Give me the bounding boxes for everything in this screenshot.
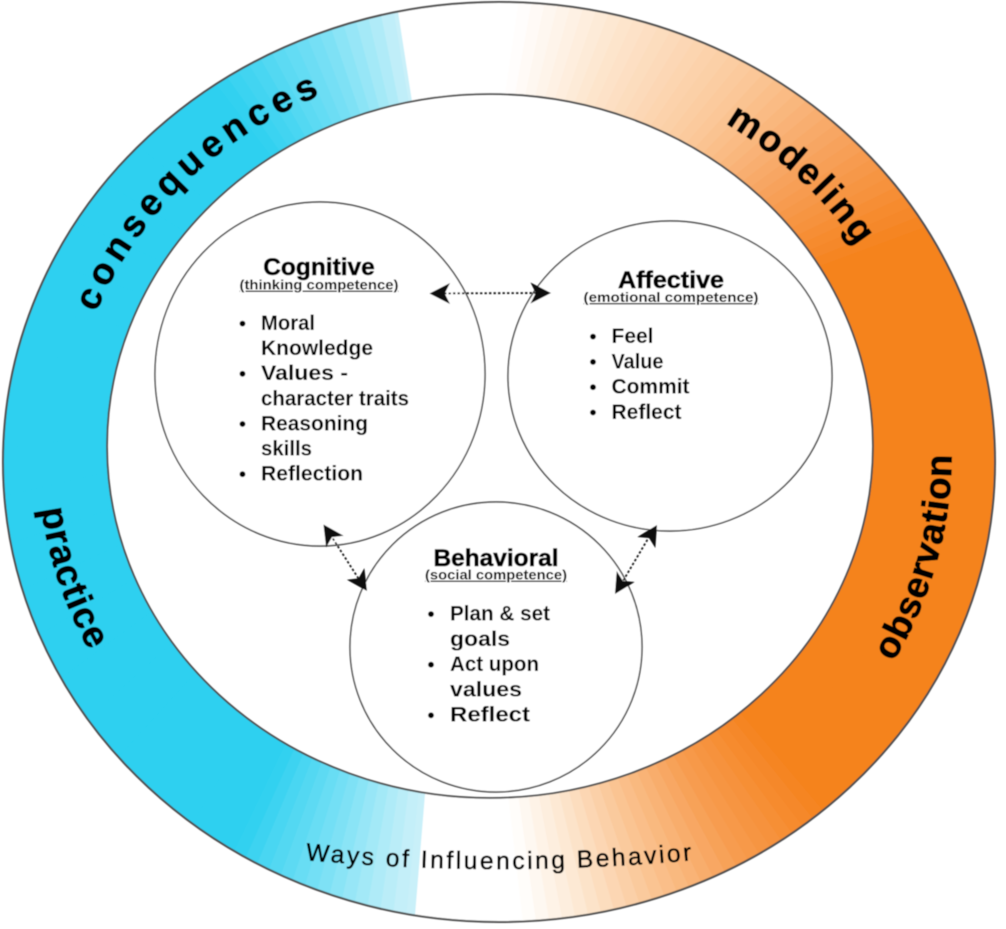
svg-text:Feel: Feel	[612, 324, 654, 348]
svg-text:Behavioral: Behavioral	[434, 545, 559, 572]
svg-text:Reflect: Reflect	[450, 703, 530, 727]
svg-text:values: values	[450, 677, 522, 701]
svg-text:Commit: Commit	[612, 375, 690, 399]
svg-text:(emotional competence): (emotional competence)	[584, 290, 759, 305]
svg-text:(social competence): (social competence)	[425, 568, 567, 583]
svg-text:character traits: character traits	[261, 386, 409, 410]
svg-text:Cognitive: Cognitive	[263, 254, 375, 281]
svg-text:Values -: Values -	[261, 361, 348, 385]
svg-text:goals: goals	[450, 627, 510, 651]
svg-text:Plan & set: Plan & set	[450, 602, 550, 626]
svg-text:Affective: Affective	[618, 267, 724, 294]
svg-text:Act upon: Act upon	[450, 652, 539, 676]
svg-text:Reflect: Reflect	[612, 400, 682, 424]
svg-text:Knowledge: Knowledge	[261, 336, 373, 360]
svg-text:Reasoning: Reasoning	[261, 411, 368, 435]
svg-text:Value: Value	[612, 349, 664, 373]
svg-text:(thinking competence): (thinking competence)	[240, 278, 399, 293]
svg-text:Moral: Moral	[261, 311, 315, 335]
svg-text:Reflection: Reflection	[261, 462, 363, 486]
svg-text:skills: skills	[261, 437, 312, 461]
